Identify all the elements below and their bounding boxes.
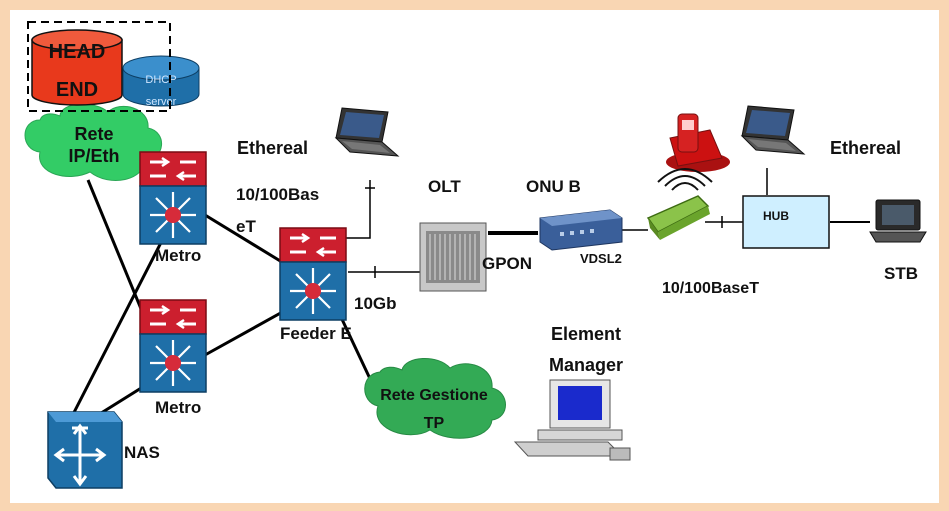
speed-right-label: 10/100BaseT — [662, 280, 759, 297]
dhcp-label: DHCP — [145, 74, 176, 86]
workstation-icon — [513, 379, 631, 461]
metro-switch-bottom — [138, 298, 208, 394]
dhcp-label-2: server — [146, 96, 177, 108]
stb-label: STB — [884, 264, 918, 283]
tv-icon — [869, 199, 927, 243]
cordless-phone-icon — [666, 113, 730, 172]
head-end: HEAD END — [31, 29, 123, 106]
speed-left-label-2: eT — [236, 217, 256, 236]
speed-left-label: 10/100Bas — [236, 185, 319, 204]
metro-top-label: Metro — [155, 246, 201, 265]
head-end-label-2: END — [56, 79, 98, 101]
rete-gestione-cloud: Rete Gestione TP — [364, 357, 506, 439]
olt-label: OLT — [428, 177, 461, 196]
element-manager-label-2: Manager — [549, 355, 623, 375]
link-metro1-nas — [63, 224, 172, 431]
ethereal-right-label: Ethereal — [830, 138, 901, 158]
rete-ip-label-2: IP/Eth — [68, 146, 119, 166]
link-10gb-label: 10Gb — [354, 294, 397, 313]
rete-gestione-label-2: TP — [424, 415, 445, 432]
gpon-label: GPON — [482, 254, 532, 273]
hub-label: HUB — [763, 209, 789, 223]
laptop-left-icon — [335, 107, 399, 157]
metro-switch-top — [138, 150, 208, 246]
onu-label: ONU B — [526, 177, 581, 196]
feeder-switch — [278, 226, 348, 322]
wireless-waves-icon — [657, 168, 713, 191]
onu-box — [539, 209, 623, 251]
rete-ip-cloud: Rete IP/Eth — [24, 103, 163, 181]
access-server-icon — [53, 423, 107, 487]
element-manager-label: Element — [551, 324, 621, 344]
dhcp-server: DHCP server — [122, 55, 200, 108]
thin-links — [345, 168, 768, 278]
metro-bottom-label: Metro — [155, 398, 201, 417]
modem-icon — [646, 195, 710, 240]
nas-label: NAS — [124, 443, 160, 462]
hub-box: HUB — [742, 195, 830, 249]
laptop-right-icon — [741, 105, 805, 155]
link-feeder-laptop — [345, 180, 371, 239]
olt-chassis — [419, 222, 487, 292]
network-diagram: Rete IP/Eth HEAD END DHCP server Metro M… — [24, 21, 927, 489]
head-end-dashed-box — [27, 21, 171, 112]
diagram-canvas: Rete IP/Eth HEAD END DHCP server Metro M… — [10, 10, 939, 503]
rete-ip-label: Rete — [74, 124, 113, 144]
feeder-label: Feeder E — [280, 324, 352, 343]
rete-gestione-label: Rete Gestione — [380, 387, 488, 404]
vdsl2-label: VDSL2 — [580, 251, 622, 266]
ethereal-left-label: Ethereal — [237, 138, 308, 158]
nas-server — [47, 411, 123, 489]
head-end-label: HEAD — [49, 41, 106, 63]
